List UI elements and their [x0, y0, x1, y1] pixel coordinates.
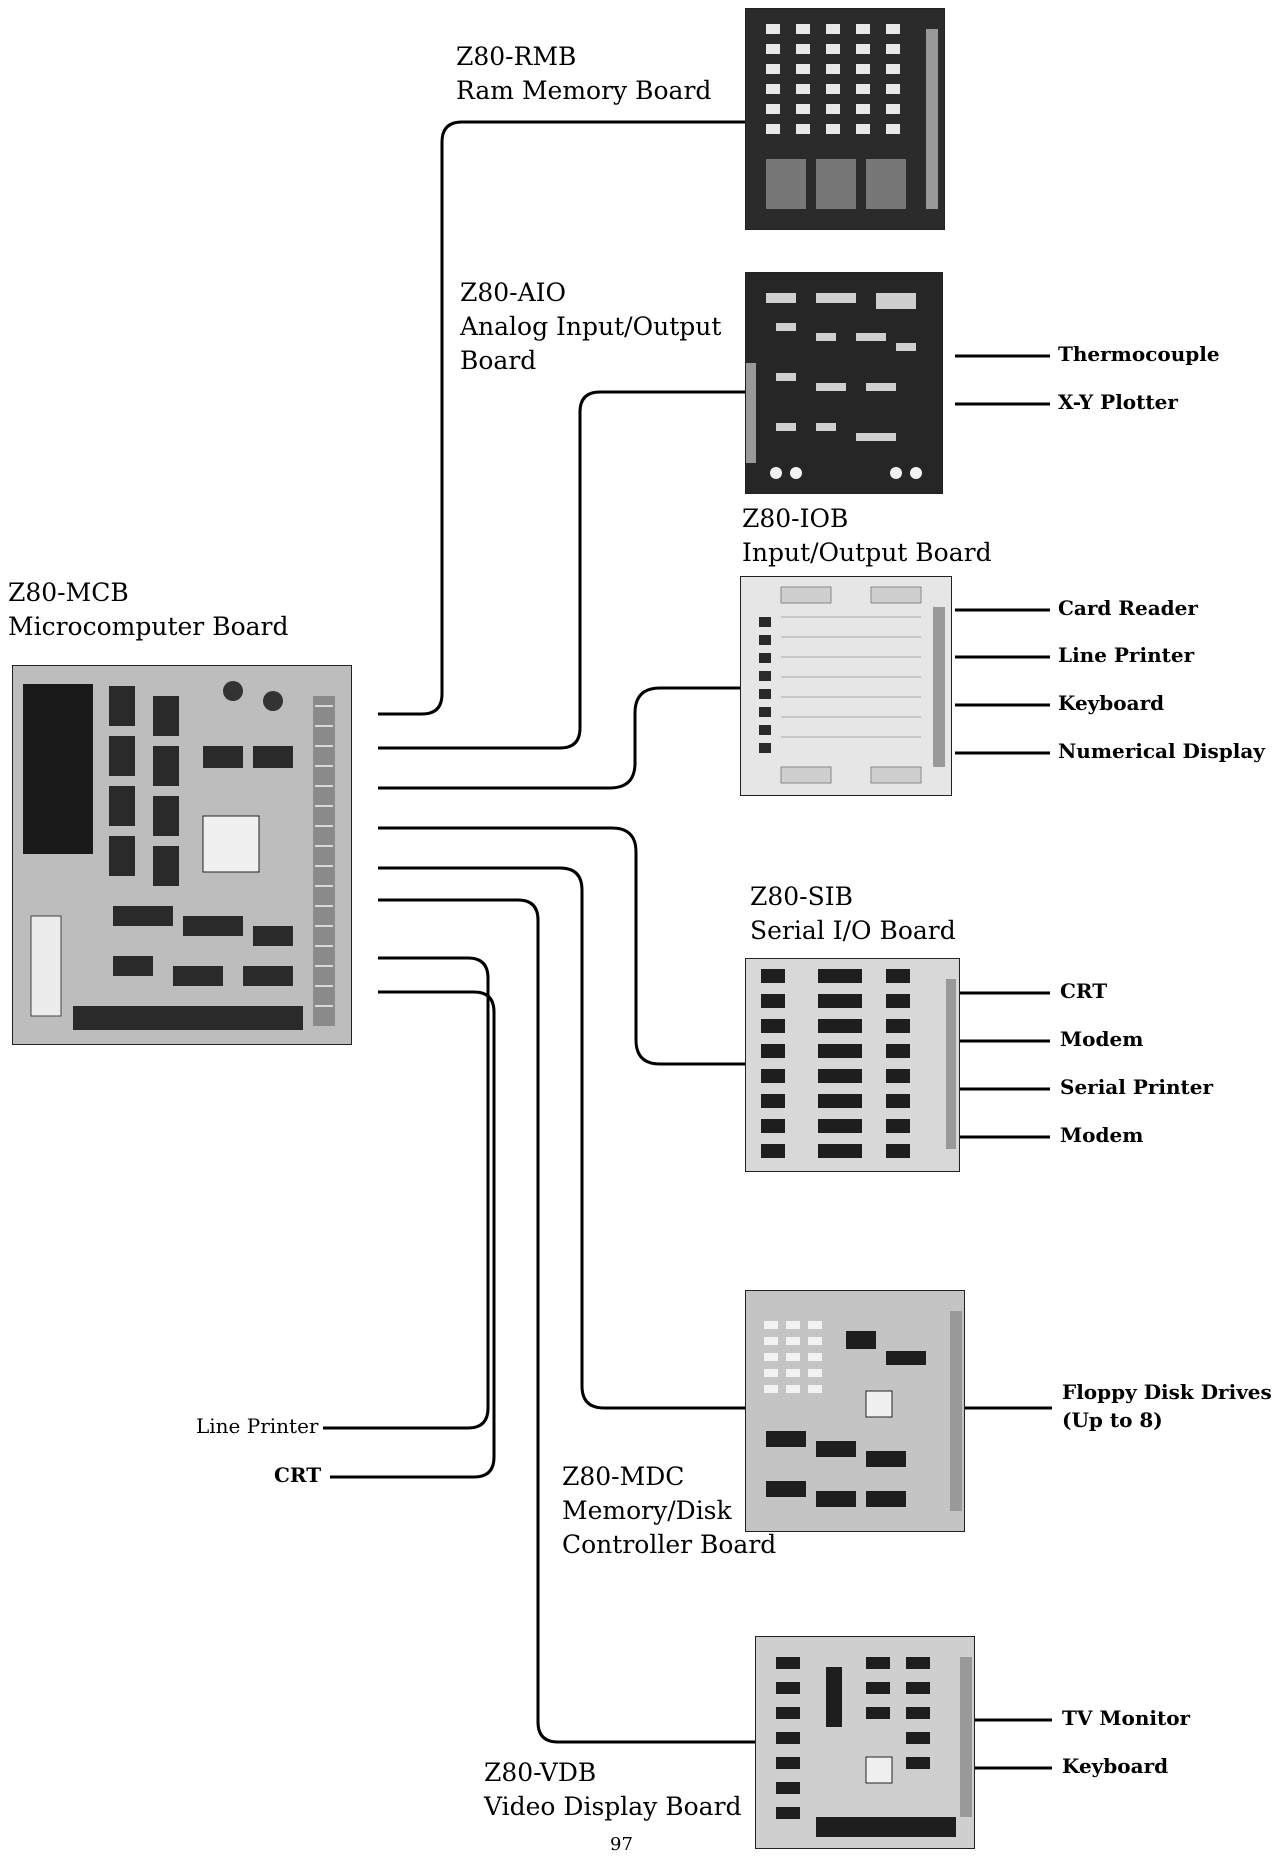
- iob-peripheral-line-printer: Line Printer: [1058, 643, 1194, 667]
- sib-desc: Serial I/O Board: [750, 914, 956, 948]
- sib-code: Z80-SIB: [750, 880, 956, 914]
- mcb-label: Z80-MCB Microcomputer Board: [8, 576, 288, 644]
- vdb-desc: Video Display Board: [484, 1790, 742, 1824]
- mcb-desc: Microcomputer Board: [8, 610, 288, 644]
- iob-peripheral-numerical-display: Numerical Display: [1058, 739, 1265, 763]
- sib-peripheral-modem-1: Modem: [1060, 1027, 1143, 1051]
- iob-desc: Input/Output Board: [742, 536, 992, 570]
- line-mcb-sib: [378, 828, 745, 1064]
- sib-peripheral-modem-2: Modem: [1060, 1123, 1143, 1147]
- circuit-board-graphic: [746, 273, 942, 493]
- circuit-board-graphic: [756, 1637, 974, 1848]
- rmb-board-image: [745, 8, 945, 230]
- iob-peripheral-card-reader: Card Reader: [1058, 596, 1198, 620]
- mdc-label: Z80-MDC Memory/Disk Controller Board: [562, 1460, 776, 1562]
- line-mcb-aio: [378, 392, 745, 748]
- rmb-code: Z80-RMB: [456, 40, 711, 74]
- vdb-board-image: [755, 1636, 975, 1849]
- iob-code: Z80-IOB: [742, 502, 992, 536]
- mdc-peripheral-floppy: Floppy Disk Drives (Up to 8): [1062, 1380, 1272, 1432]
- mcb-peripheral-crt: CRT: [274, 1463, 321, 1487]
- aio-peripheral-xy-plotter: X-Y Plotter: [1058, 390, 1178, 414]
- mdc-peripheral-floppy-line2: (Up to 8): [1062, 1408, 1272, 1432]
- mdc-peripheral-floppy-line1: Floppy Disk Drives: [1062, 1380, 1272, 1404]
- page-number: 97: [610, 1833, 633, 1857]
- mdc-board-image: [745, 1290, 965, 1532]
- sib-board-image: [745, 958, 960, 1172]
- iob-peripheral-keyboard: Keyboard: [1058, 691, 1164, 715]
- aio-peripheral-thermocouple: Thermocouple: [1058, 342, 1220, 366]
- mdc-code: Z80-MDC: [562, 1460, 776, 1494]
- vdb-peripheral-tv-monitor: TV Monitor: [1062, 1706, 1190, 1730]
- mdc-desc-line2: Controller Board: [562, 1528, 776, 1562]
- vdb-code: Z80-VDB: [484, 1756, 742, 1790]
- mcb-code: Z80-MCB: [8, 576, 288, 610]
- mcb-board-image: [12, 665, 352, 1045]
- line-mcb-rmb: [378, 122, 745, 714]
- mcb-peripheral-line-printer: Line Printer: [196, 1414, 318, 1438]
- aio-label: Z80-AIO Analog Input/Output Board: [460, 276, 721, 378]
- vdb-peripheral-keyboard: Keyboard: [1062, 1754, 1168, 1778]
- rmb-label: Z80-RMB Ram Memory Board: [456, 40, 711, 108]
- circuit-board-graphic: [746, 9, 944, 229]
- line-mcb-vdb: [378, 900, 755, 1742]
- aio-desc-line2: Board: [460, 344, 721, 378]
- circuit-board-graphic: [13, 666, 351, 1044]
- line-mcb-crt: [330, 992, 494, 1477]
- sib-peripheral-crt: CRT: [1060, 979, 1107, 1003]
- iob-board-image: [740, 576, 952, 796]
- rmb-desc: Ram Memory Board: [456, 74, 711, 108]
- circuit-board-graphic: [741, 577, 951, 795]
- vdb-label: Z80-VDB Video Display Board: [484, 1756, 742, 1824]
- mdc-desc-line1: Memory/Disk: [562, 1494, 776, 1528]
- sib-label: Z80-SIB Serial I/O Board: [750, 880, 956, 948]
- aio-desc-line1: Analog Input/Output: [460, 310, 721, 344]
- iob-label: Z80-IOB Input/Output Board: [742, 502, 992, 570]
- line-mcb-iob: [378, 688, 745, 788]
- circuit-board-graphic: [746, 1291, 964, 1531]
- circuit-board-graphic: [746, 959, 959, 1171]
- aio-code: Z80-AIO: [460, 276, 721, 310]
- aio-board-image: [745, 272, 943, 494]
- sib-peripheral-serial-printer: Serial Printer: [1060, 1075, 1213, 1099]
- line-mcb-mdc: [378, 868, 745, 1408]
